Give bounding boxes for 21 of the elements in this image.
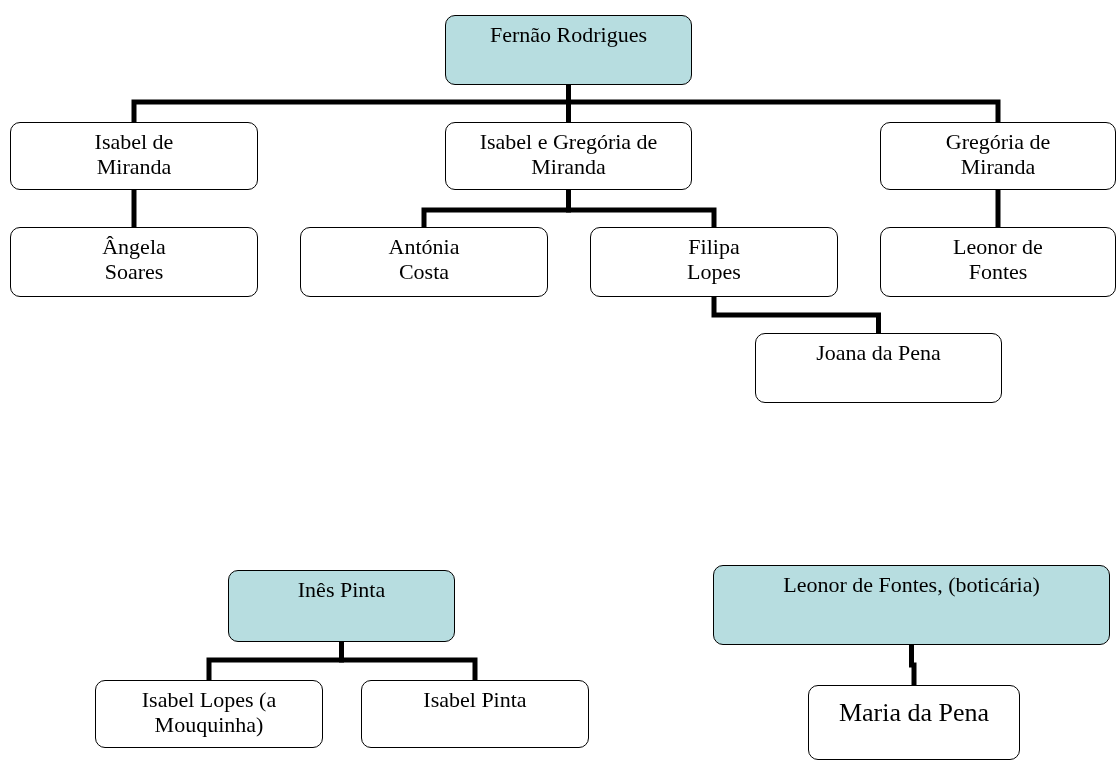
person-box: Antónia Costa [300,227,548,297]
person-box: Gregória de Miranda [880,122,1116,190]
connector-line [131,190,137,227]
person-box: Ângela Soares [10,227,258,297]
person-box: Leonor de Fontes [880,227,1116,297]
connector-line [339,642,478,680]
highlighted-person-box: Fernão Rodrigues [445,15,692,85]
person-box: Joana da Pena [755,333,1002,403]
person-box: Isabel Pinta [361,680,589,748]
person-box: Isabel de Miranda [10,122,258,190]
person-box: Isabel Lopes (a Mouquinha) [95,680,323,748]
connector-line [909,645,917,685]
person-box: Maria da Pena [808,685,1020,760]
connector-line [711,297,881,333]
person-box: Isabel e Gregória de Miranda [445,122,692,190]
connector-line [995,190,1001,227]
person-box: Filipa Lopes [590,227,838,297]
highlighted-person-box: Leonor de Fontes, (boticária) [713,565,1110,645]
connector-line [566,190,717,227]
connector-line [566,85,1001,122]
highlighted-person-box: Inês Pinta [228,570,455,642]
